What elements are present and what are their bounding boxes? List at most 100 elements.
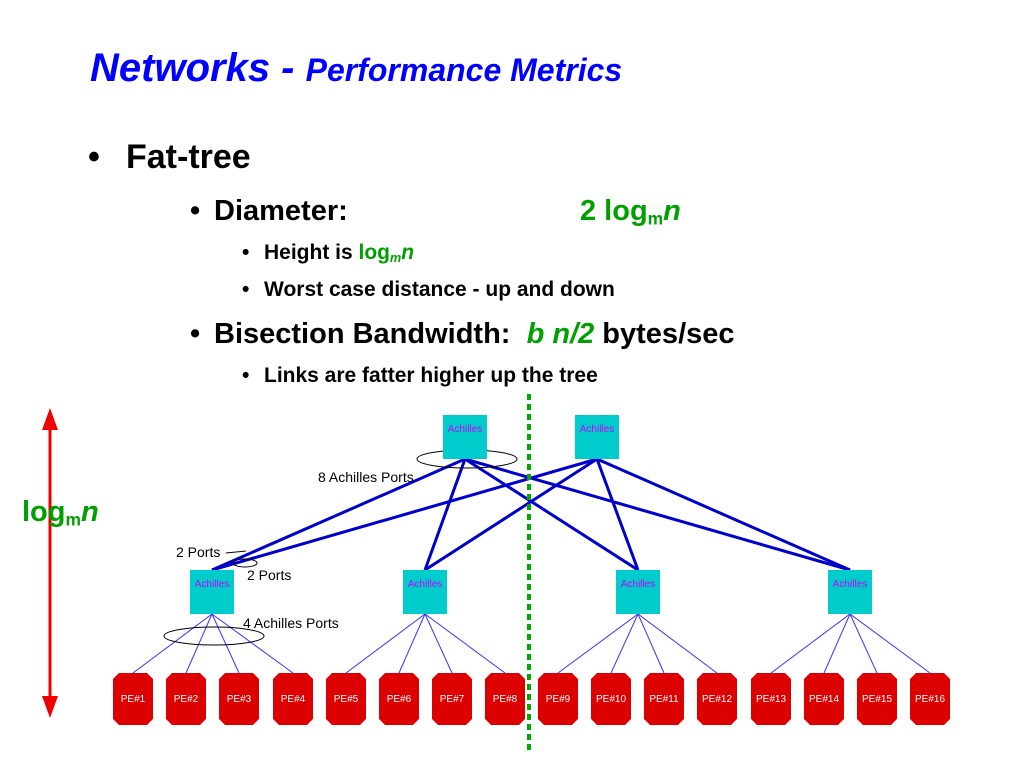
pe-label: PE#9 bbox=[546, 694, 571, 705]
uplink-0-3 bbox=[464, 457, 851, 572]
links-fatter-text: Links are fatter higher up the tree bbox=[264, 364, 598, 387]
pe-node: PE#16 bbox=[910, 673, 950, 725]
pe-link-2 bbox=[185, 613, 213, 674]
pe-link-15 bbox=[849, 613, 878, 674]
bullet-height: •Height is logmn bbox=[242, 241, 415, 266]
height-label-sub: m bbox=[65, 509, 81, 530]
height-value-prefix: log bbox=[358, 241, 391, 264]
achilles-switch: Achilles bbox=[575, 415, 619, 459]
pe-label: PE#13 bbox=[756, 694, 786, 705]
switch-label: Achilles bbox=[621, 579, 655, 590]
pe-link-5 bbox=[345, 613, 426, 674]
pe-node: PE#14 bbox=[804, 673, 844, 725]
pe-link-group bbox=[132, 613, 931, 674]
pe-link-13 bbox=[770, 613, 851, 674]
pe-link-12 bbox=[637, 613, 718, 674]
pe-link-8 bbox=[424, 613, 506, 674]
pe-node: PE#15 bbox=[857, 673, 897, 725]
pe-label: PE#16 bbox=[915, 694, 945, 705]
pe-label: PE#15 bbox=[862, 694, 892, 705]
bisection-unit: bytes/sec bbox=[594, 318, 735, 350]
pe-node: PE#11 bbox=[644, 673, 684, 725]
switch-label: Achilles bbox=[833, 579, 867, 590]
height-value-var: n bbox=[401, 241, 415, 264]
bullet-bisection: •Bisection Bandwidth: b n/2 bytes/sec bbox=[190, 318, 735, 350]
pe-label: PE#2 bbox=[174, 694, 199, 705]
pe-label: PE#5 bbox=[334, 694, 359, 705]
bisection-label: Bisection Bandwidth: bbox=[214, 318, 511, 350]
height-arrow bbox=[42, 408, 58, 718]
pe-label: PE#8 bbox=[493, 694, 518, 705]
uplink-0-2 bbox=[464, 457, 639, 572]
pe-link-7 bbox=[424, 613, 453, 674]
height-label-prefix: log bbox=[22, 496, 66, 528]
uplink-1-0 bbox=[211, 457, 598, 572]
uplink-1-2 bbox=[595, 458, 640, 571]
switch-label: Achilles bbox=[408, 579, 442, 590]
ports4-ellipse bbox=[163, 626, 265, 646]
achilles-switch: Achilles bbox=[443, 415, 487, 459]
bullet-fat-tree: •Fat-tree bbox=[88, 138, 251, 176]
switch-label: Achilles bbox=[195, 579, 229, 590]
height-prefix: Height is bbox=[264, 241, 359, 264]
pe-label: PE#1 bbox=[121, 694, 146, 705]
height-value: logmn bbox=[358, 241, 415, 266]
pe-node: PE#7 bbox=[432, 673, 472, 725]
diameter-value-var: n bbox=[663, 195, 681, 227]
pe-node: PE#1 bbox=[113, 673, 153, 725]
achilles-switch: Achilles bbox=[616, 570, 660, 614]
title-main: Networks - bbox=[90, 46, 306, 90]
pe-node: PE#12 bbox=[697, 673, 737, 725]
bullet-worst-case: •Worst case distance - up and down bbox=[242, 278, 615, 301]
achilles-switch: Achilles bbox=[828, 570, 872, 614]
height-value-sub: m bbox=[390, 251, 402, 266]
pe-link-3 bbox=[211, 613, 240, 674]
pe-link-4 bbox=[211, 613, 294, 674]
uplink-1-1 bbox=[424, 457, 598, 572]
diameter-value: 2 logmn bbox=[580, 195, 681, 229]
pe-node: PE#3 bbox=[219, 673, 259, 725]
pe-link-16 bbox=[849, 613, 931, 674]
annotation-2-ports-b: 2 Ports bbox=[247, 567, 291, 583]
pe-label: PE#14 bbox=[809, 694, 839, 705]
achilles-switch: Achilles bbox=[403, 570, 447, 614]
pe-node: PE#13 bbox=[751, 673, 791, 725]
pe-node: PE#4 bbox=[273, 673, 313, 725]
annotation-8-ports: 8 Achilles Ports bbox=[318, 469, 414, 485]
pe-label: PE#11 bbox=[649, 694, 679, 705]
diameter-value-sub: m bbox=[647, 208, 664, 229]
worst-case-text: Worst case distance - up and down bbox=[264, 278, 615, 301]
diameter-label: Diameter: bbox=[214, 195, 348, 227]
pe-link-6 bbox=[398, 613, 426, 674]
pe-label: PE#4 bbox=[281, 694, 306, 705]
slide-title: Networks - Performance Metrics bbox=[90, 46, 622, 91]
pe-link-14 bbox=[823, 613, 851, 674]
annotation-4-ports: 4 Achilles Ports bbox=[243, 615, 339, 631]
uplink-0-1 bbox=[423, 458, 467, 571]
pe-node: PE#5 bbox=[326, 673, 366, 725]
pe-link-9 bbox=[557, 613, 639, 674]
uplink-0-0 bbox=[211, 457, 466, 572]
pe-label: PE#6 bbox=[387, 694, 412, 705]
height-label-var: n bbox=[80, 496, 99, 528]
pe-label: PE#3 bbox=[227, 694, 252, 705]
switch-label: Achilles bbox=[448, 424, 482, 435]
pe-node: PE#2 bbox=[166, 673, 206, 725]
bullet-diameter: •Diameter: bbox=[190, 195, 348, 227]
pe-label: PE#10 bbox=[596, 694, 626, 705]
bisection-value: b n/2 bbox=[526, 318, 595, 350]
bullet-links-fatter: •Links are fatter higher up the tree bbox=[242, 364, 598, 387]
switch-label: Achilles bbox=[580, 424, 614, 435]
annotation-2-ports-a: 2 Ports bbox=[176, 544, 220, 560]
uplink-1-3 bbox=[596, 457, 851, 572]
diameter-value-prefix: 2 log bbox=[580, 195, 648, 227]
title-sub: Performance Metrics bbox=[305, 52, 623, 88]
pe-group: PE#1 PE#2 PE#3 PE#4 PE#5 PE#6 PE#7 PE#8 PE#9 PE#1… bbox=[113, 673, 950, 725]
pe-node: PE#6 bbox=[379, 673, 419, 725]
achilles-switch: Achilles bbox=[190, 570, 234, 614]
pe-link-1 bbox=[132, 613, 213, 674]
ports2-ellipse bbox=[232, 558, 258, 568]
pe-node: PE#10 bbox=[591, 673, 631, 725]
